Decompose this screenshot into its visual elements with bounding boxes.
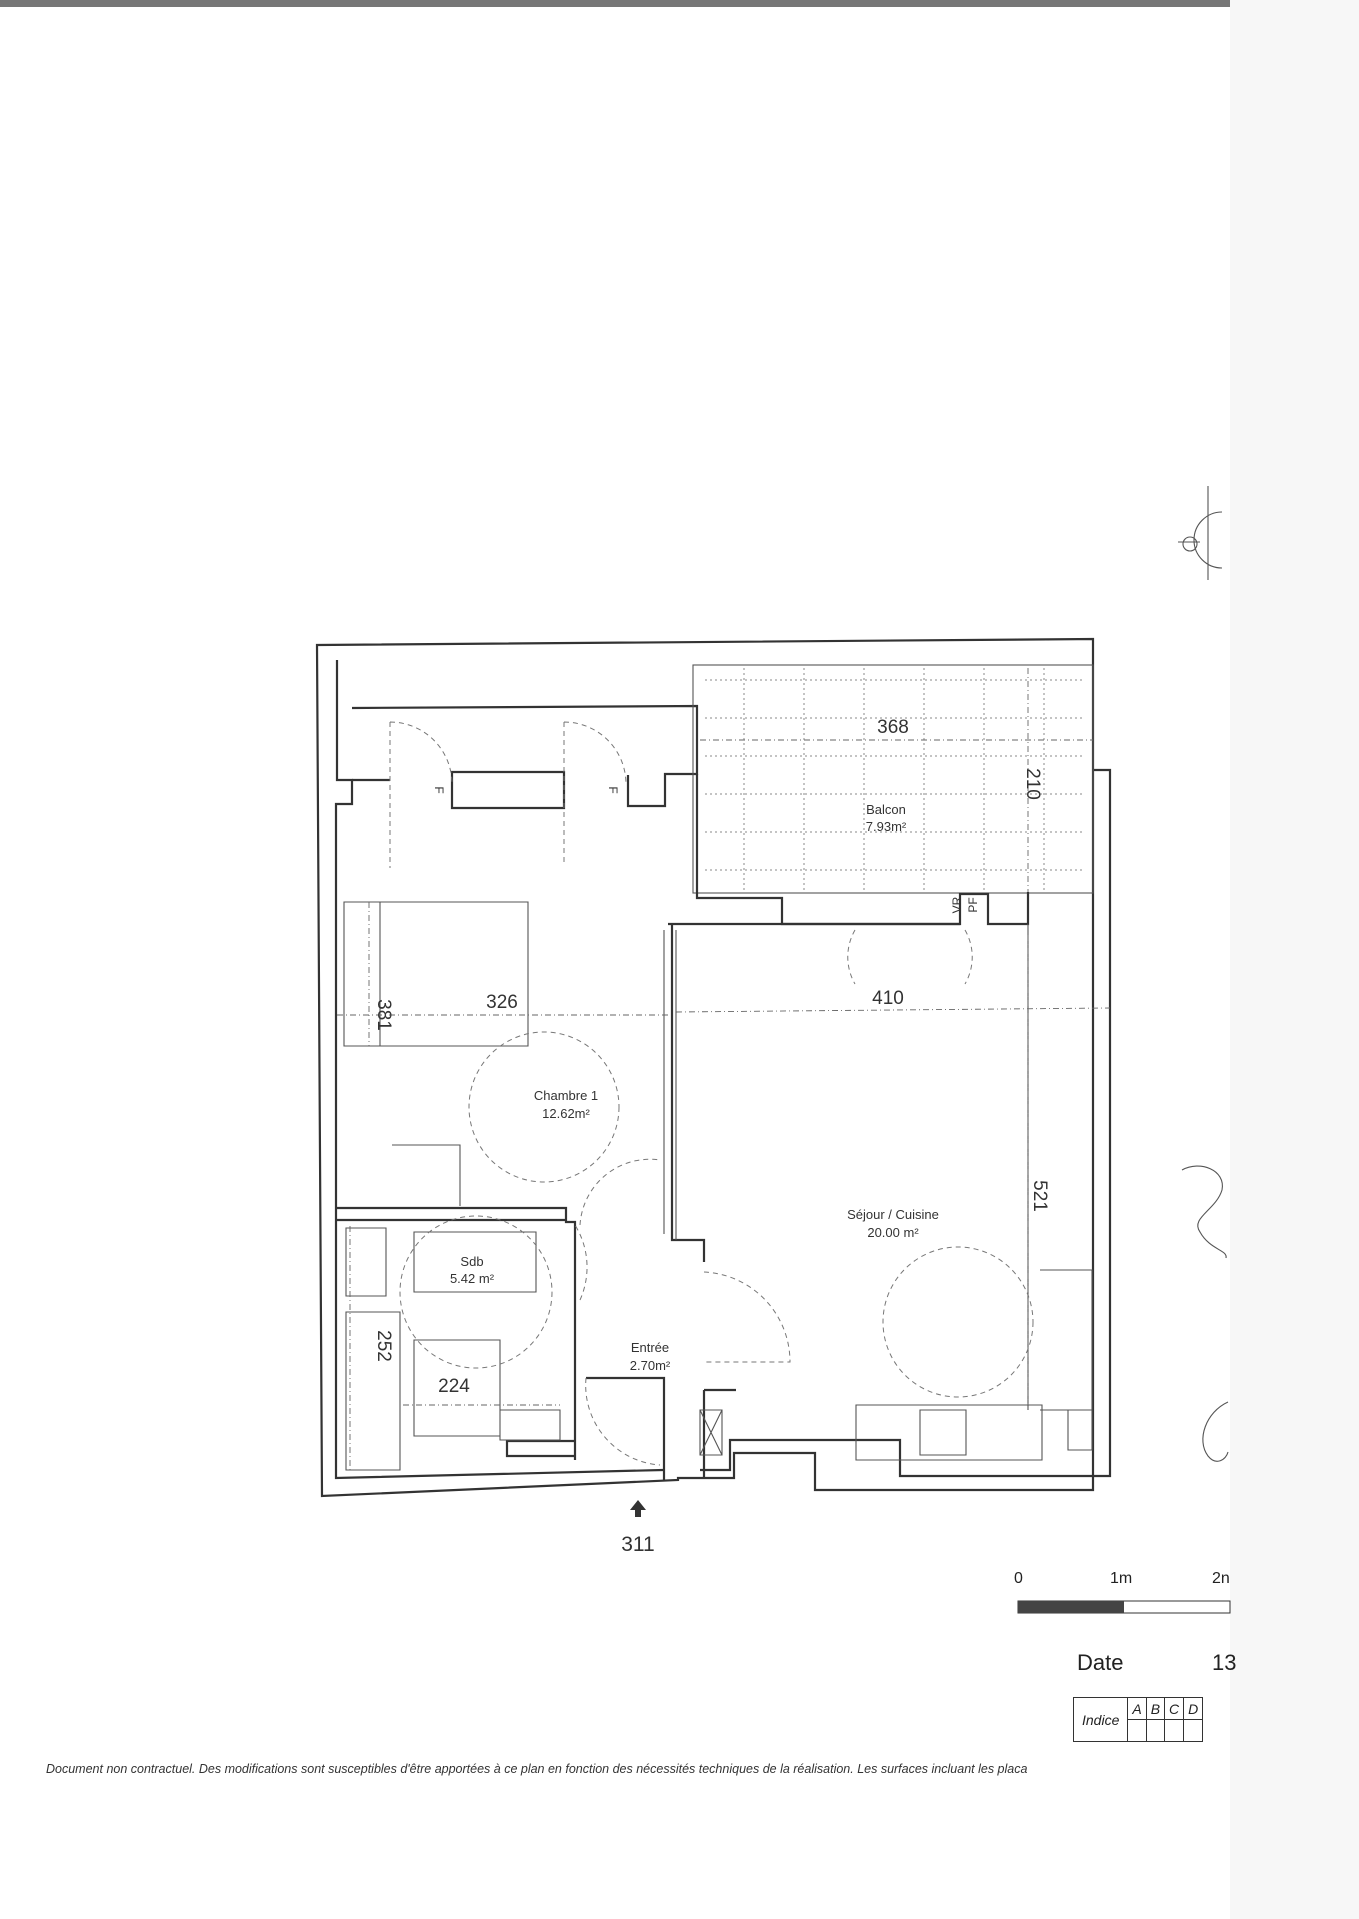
dimension-lines bbox=[337, 668, 1111, 1470]
scale-label-1m: 1m bbox=[1110, 1570, 1133, 1587]
chambre-turning-circle bbox=[468, 1031, 620, 1183]
dim-sdb-depth: 252 bbox=[373, 1330, 394, 1362]
indice-cell bbox=[1145, 1719, 1166, 1742]
indice-col-b: B bbox=[1145, 1697, 1166, 1720]
room-area-entree: 2.70m² bbox=[630, 1358, 671, 1373]
entry-wall bbox=[586, 1376, 736, 1480]
indice-label: Indice bbox=[1072, 1697, 1129, 1742]
corridor-wall bbox=[351, 704, 699, 810]
room-area-sdb: 5.42 m² bbox=[450, 1271, 495, 1286]
entrance-arrow-icon bbox=[630, 1500, 646, 1517]
central-partition bbox=[668, 922, 960, 1262]
scale-label-2m: 2n bbox=[1212, 1570, 1230, 1587]
room-name-sdb: Sdb bbox=[460, 1254, 483, 1269]
indice-cell bbox=[1127, 1719, 1147, 1742]
room-area-balcon: 7.93m² bbox=[866, 819, 907, 834]
room-name-entree: Entrée bbox=[631, 1340, 669, 1355]
compass-o-mark bbox=[1182, 536, 1198, 552]
window-label-pf: PF bbox=[966, 897, 980, 912]
indice-col-a: A bbox=[1127, 1697, 1147, 1720]
inner-outer-wall bbox=[334, 660, 1112, 1480]
handwriting-scribble-2 bbox=[1202, 1401, 1229, 1462]
dim-balcon-depth: 210 bbox=[1022, 768, 1043, 800]
dim-balcon-width: 368 bbox=[877, 717, 909, 738]
balcon-outline bbox=[692, 664, 1094, 894]
dim-chambre-width: 326 bbox=[486, 992, 518, 1013]
bathroom-wall bbox=[337, 1206, 577, 1460]
central-partition-inner bbox=[663, 924, 1029, 1410]
window-label-vr: VR bbox=[950, 896, 964, 913]
sdb-turning-circle bbox=[399, 1215, 553, 1369]
sejour-turning-circle bbox=[882, 1246, 1034, 1398]
bathroom-fixtures bbox=[345, 1227, 561, 1471]
scale-bar-fill bbox=[1018, 1601, 1124, 1613]
dim-chambre-depth: 381 bbox=[373, 999, 394, 1031]
entrance-number: 311 bbox=[621, 1533, 654, 1556]
dim-sejour-depth: 521 bbox=[1029, 1180, 1050, 1212]
window-label-f1: F bbox=[432, 786, 446, 793]
door-swings bbox=[389, 721, 973, 1466]
indice-cell bbox=[1183, 1719, 1204, 1742]
room-area-chambre: 12.62m² bbox=[542, 1106, 590, 1121]
dim-sdb-width: 224 bbox=[438, 1376, 470, 1397]
indice-col-c: C bbox=[1164, 1697, 1185, 1720]
indice-cell bbox=[1164, 1719, 1185, 1742]
dim-sejour-width: 410 bbox=[872, 988, 904, 1009]
window-label-f2: F bbox=[606, 786, 620, 793]
scan-top-border bbox=[0, 0, 1359, 7]
room-name-balcon: Balcon bbox=[866, 802, 906, 817]
balcon-grid bbox=[705, 668, 1085, 890]
room-name-chambre: Chambre 1 bbox=[534, 1088, 598, 1103]
balcon-railing bbox=[695, 774, 1030, 926]
handwriting-scribble bbox=[1181, 1165, 1227, 1259]
room-name-sejour: Séjour / Cuisine bbox=[847, 1207, 939, 1222]
kitchen-counter bbox=[855, 1269, 1093, 1461]
indice-col-d: D bbox=[1183, 1697, 1204, 1720]
date-label: Date bbox=[1077, 1650, 1124, 1675]
compass-fragment bbox=[1178, 486, 1223, 580]
room-area-sejour: 20.00 m² bbox=[867, 1225, 919, 1240]
entry-closet bbox=[699, 1409, 723, 1456]
scan-right-edge bbox=[1230, 0, 1359, 1919]
scale-label-0: 0 bbox=[1014, 1570, 1023, 1587]
disclaimer-text: Document non contractuel. Des modificati… bbox=[46, 1762, 1028, 1776]
bedroom-wardrobe bbox=[343, 901, 529, 1206]
outer-wall bbox=[315, 637, 1095, 1498]
revision-table: Indice A B C D bbox=[1072, 1697, 1204, 1742]
date-value: 13 bbox=[1212, 1650, 1237, 1675]
